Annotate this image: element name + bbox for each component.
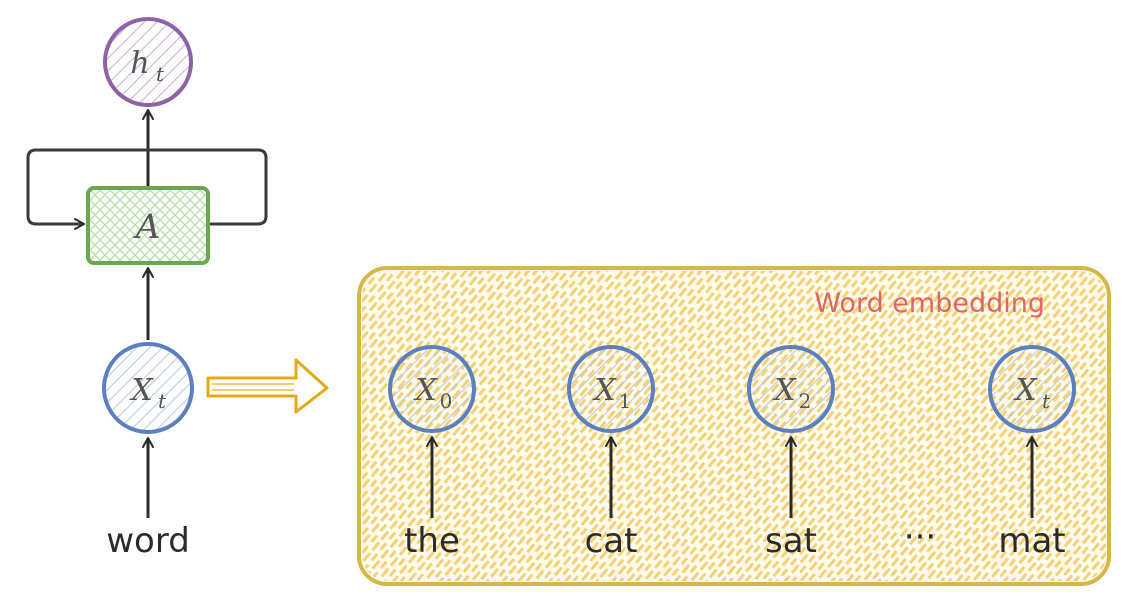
rnn-cell-label: A xyxy=(133,207,161,247)
ellipsis: ··· xyxy=(904,517,936,557)
output-label-base: h xyxy=(130,46,149,81)
embedding-node-x2: X 2 xyxy=(747,345,835,433)
block-arrow-icon xyxy=(206,358,329,414)
embedding-node-label-sub: 0 xyxy=(440,389,453,413)
embedding-node-label-base: X xyxy=(1013,373,1038,408)
input-node-x-t: X t xyxy=(102,342,194,434)
input-label-base: X xyxy=(129,373,154,408)
token-mat: mat xyxy=(998,521,1065,561)
word-embedding-title: Word embedding xyxy=(814,288,1045,319)
embedding-node-x1: X 1 xyxy=(567,345,655,433)
embedding-node-label-base: X xyxy=(772,373,797,408)
embedding-node-xt: X t xyxy=(988,345,1076,433)
output-node-h-t: h t xyxy=(103,17,193,107)
token-the: the xyxy=(404,521,460,561)
output-label-sub: t xyxy=(156,62,165,86)
word-label: word xyxy=(106,521,190,561)
embedding-node-label-base: X xyxy=(592,373,617,408)
rnn-cell-a: A xyxy=(86,186,210,265)
recurrent-loop-arrow xyxy=(26,148,268,230)
token-sat: sat xyxy=(765,521,817,561)
input-label-sub: t xyxy=(158,389,167,413)
token-cat: cat xyxy=(585,521,638,561)
embedding-node-label-sub: t xyxy=(1042,389,1051,413)
embedding-node-label-sub: 2 xyxy=(799,389,812,413)
word-embedding-panel: Word embedding xyxy=(357,266,1111,586)
embedding-node-label-sub: 1 xyxy=(619,389,632,413)
embedding-node-x0: X 0 xyxy=(388,345,476,433)
embedding-node-label-base: X xyxy=(413,373,438,408)
